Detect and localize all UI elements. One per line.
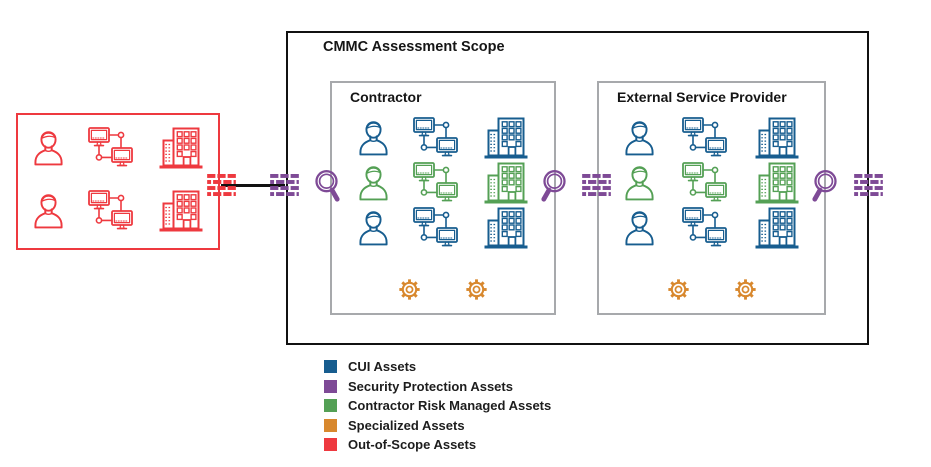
external-service-provider-title: External Service Provider — [617, 89, 787, 105]
legend-swatch-cui — [324, 360, 337, 373]
networked-computers-icon — [682, 117, 728, 159]
person-icon — [624, 119, 655, 156]
legend-label: Out-of-Scope Assets — [348, 437, 477, 452]
legend-swatch-contractor-risk-managed — [324, 399, 337, 412]
contractor-title: Contractor — [350, 89, 422, 105]
contractor-asset-grid — [332, 115, 554, 250]
contractor-box: Contractor — [330, 81, 556, 315]
connector-line — [221, 184, 285, 187]
networked-computers-icon — [413, 117, 459, 159]
out-of-scope-box — [16, 113, 220, 250]
firewall-brick-icon — [582, 174, 611, 196]
building-icon — [754, 116, 800, 160]
networked-computers-icon — [88, 190, 134, 232]
person-icon — [33, 129, 64, 166]
magnifier-icon — [310, 168, 344, 204]
contractor-specialized-assets — [332, 278, 554, 301]
gear-icon — [398, 278, 421, 301]
networked-computers-icon — [88, 127, 134, 169]
person-icon — [624, 209, 655, 246]
building-icon — [483, 161, 529, 205]
legend-item-security-protection: Security Protection Assets — [324, 378, 551, 394]
building-icon — [158, 126, 204, 170]
firewall-brick-icon — [854, 174, 883, 196]
person-icon — [624, 164, 655, 201]
legend-label: Contractor Risk Managed Assets — [348, 398, 552, 413]
gear-icon — [465, 278, 488, 301]
external-service-provider-box: External Service Provider — [597, 81, 826, 315]
networked-computers-icon — [413, 162, 459, 204]
building-icon — [483, 206, 529, 250]
legend-item-specialized: Specialized Assets — [324, 417, 551, 433]
networked-computers-icon — [682, 207, 728, 249]
legend-label: CUI Assets — [348, 359, 417, 374]
cmmc-scope-title: CMMC Assessment Scope — [323, 39, 505, 55]
firewall-brick-icon — [207, 174, 236, 196]
magnifier-icon — [537, 168, 571, 204]
legend: CUI Assets Security Protection Assets Co… — [324, 360, 551, 458]
person-icon — [358, 209, 389, 246]
firewall-brick-icon — [270, 174, 299, 196]
person-icon — [358, 119, 389, 156]
gear-icon — [667, 278, 690, 301]
legend-label: Specialized Assets — [348, 417, 465, 433]
person-icon — [358, 164, 389, 201]
gear-icon — [734, 278, 757, 301]
networked-computers-icon — [682, 162, 728, 204]
legend-item-out-of-scope: Out-of-Scope Assets — [324, 438, 551, 451]
legend-item-contractor-risk-managed: Contractor Risk Managed Assets — [324, 399, 551, 412]
esp-asset-grid — [599, 115, 824, 250]
legend-swatch-security-protection — [324, 379, 337, 393]
esp-specialized-assets — [599, 278, 824, 301]
legend-label: Security Protection Assets — [348, 378, 513, 394]
person-icon — [33, 192, 64, 229]
out-of-scope-asset-grid — [18, 126, 218, 232]
legend-item-cui: CUI Assets — [324, 360, 551, 373]
building-icon — [158, 189, 204, 233]
building-icon — [754, 206, 800, 250]
legend-swatch-specialized — [324, 418, 337, 432]
building-icon — [483, 116, 529, 160]
legend-swatch-out-of-scope — [324, 438, 337, 451]
magnifier-icon — [808, 168, 842, 204]
networked-computers-icon — [413, 207, 459, 249]
building-icon — [754, 161, 800, 205]
